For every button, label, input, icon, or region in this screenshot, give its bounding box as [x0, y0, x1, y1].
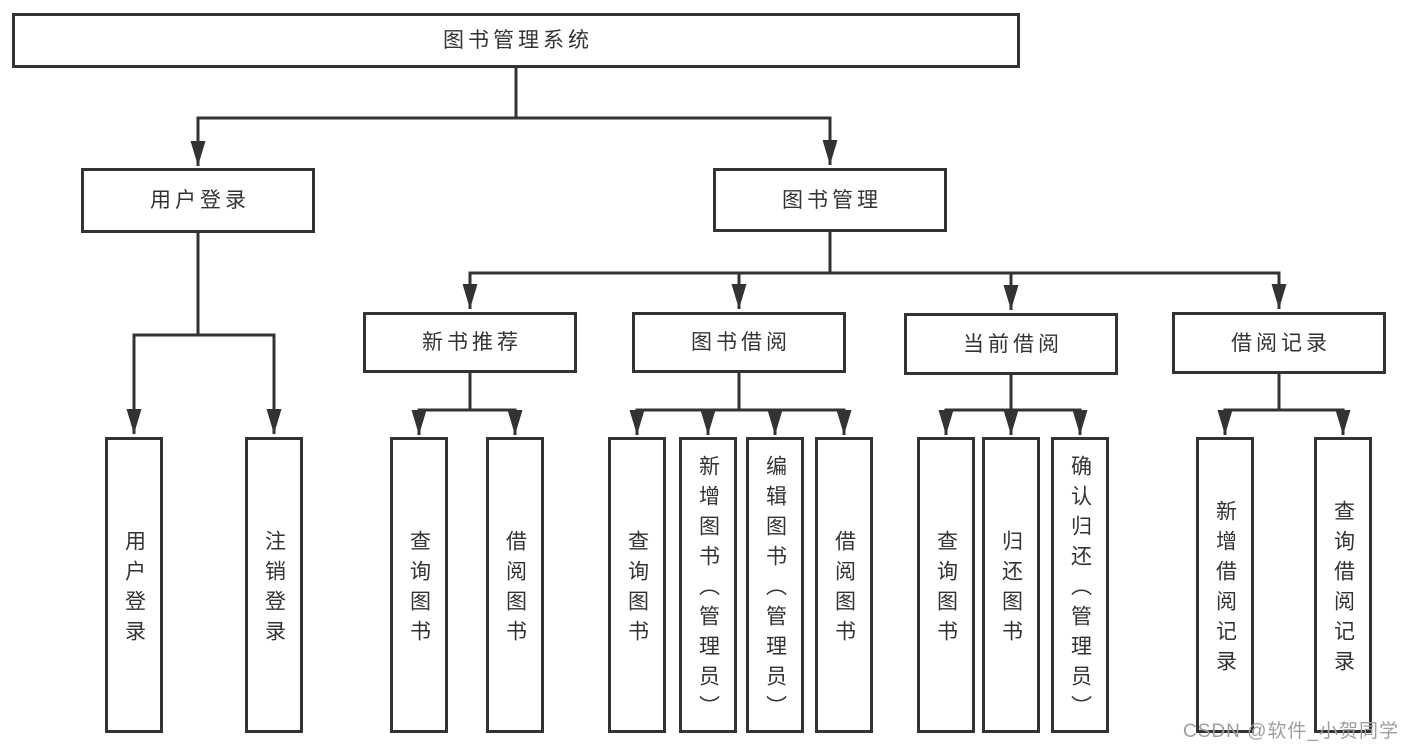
leaf-borrow-borrow-books: 借阅图书	[815, 437, 873, 733]
leaf-newbook-borrow-books: 借阅图书	[486, 437, 544, 733]
leaf-current-confirm-return-admin: 确认归还（管理员）	[1051, 437, 1109, 733]
leaf-borrow-edit-books-admin: 编辑图书（管理员）	[746, 437, 804, 733]
node-book-borrowing: 图书借阅	[632, 312, 846, 373]
node-borrow-records: 借阅记录	[1172, 312, 1386, 374]
leaf-current-return-books: 归还图书	[982, 437, 1040, 733]
leaf-logout: 注销登录	[245, 437, 303, 733]
node-user-login: 用户登录	[81, 168, 315, 233]
node-current-borrowing: 当前借阅	[904, 313, 1118, 375]
leaf-user-login: 用户登录	[105, 437, 163, 733]
leaf-newbook-query-books: 查询图书	[390, 437, 448, 733]
node-library-management-system: 图书管理系统	[12, 13, 1020, 68]
node-new-book-recommend: 新书推荐	[363, 312, 577, 373]
leaf-borrow-add-books-admin: 新增图书（管理员）	[679, 437, 737, 733]
leaf-current-query-books: 查询图书	[917, 437, 975, 733]
leaf-records-add-record: 新增借阅记录	[1196, 437, 1254, 733]
watermark: CSDN @软件_小贺同学	[1183, 721, 1399, 742]
node-book-management: 图书管理	[713, 168, 947, 232]
leaf-records-query-record: 查询借阅记录	[1314, 437, 1372, 733]
leaf-borrow-query-books: 查询图书	[608, 437, 666, 733]
